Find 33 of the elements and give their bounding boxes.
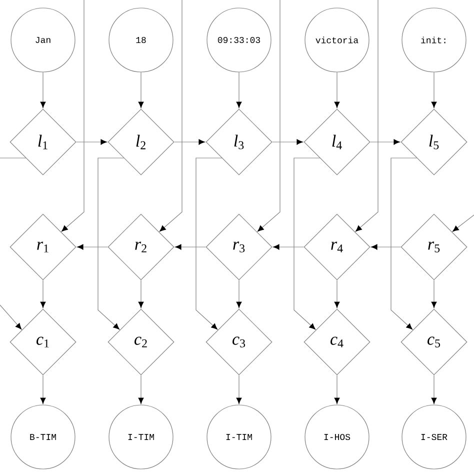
- arrow: [40, 72, 46, 108]
- arrow: [273, 244, 304, 250]
- arrow: [138, 280, 144, 308]
- arrow: [174, 139, 205, 145]
- arrow: [175, 244, 206, 250]
- arrow: [390, 158, 418, 330]
- arrow: [236, 375, 242, 404]
- arrow: [236, 280, 242, 308]
- arrow: [356, 0, 378, 232]
- arrow: [160, 0, 182, 232]
- arrow: [431, 72, 437, 108]
- arrow: [431, 375, 437, 404]
- arrow: [40, 375, 46, 404]
- arrow: [98, 158, 124, 330]
- arrow: [258, 0, 280, 232]
- arrow: [294, 158, 320, 330]
- arrow: [334, 280, 340, 308]
- arrow: [370, 139, 400, 145]
- arrow: [452, 214, 474, 232]
- arrow: [196, 158, 222, 330]
- arrow: [76, 139, 107, 145]
- arrow: [272, 139, 303, 145]
- arrow: [236, 72, 242, 108]
- arrow: [431, 280, 437, 308]
- arrow: [138, 72, 144, 108]
- arrow: [138, 375, 144, 404]
- arrow: [0, 304, 22, 330]
- arrow: [371, 244, 401, 250]
- arrow: [62, 0, 84, 232]
- arrow: [40, 280, 46, 308]
- arrow: [334, 72, 340, 108]
- arrow: [77, 244, 108, 250]
- arrow: [334, 375, 340, 404]
